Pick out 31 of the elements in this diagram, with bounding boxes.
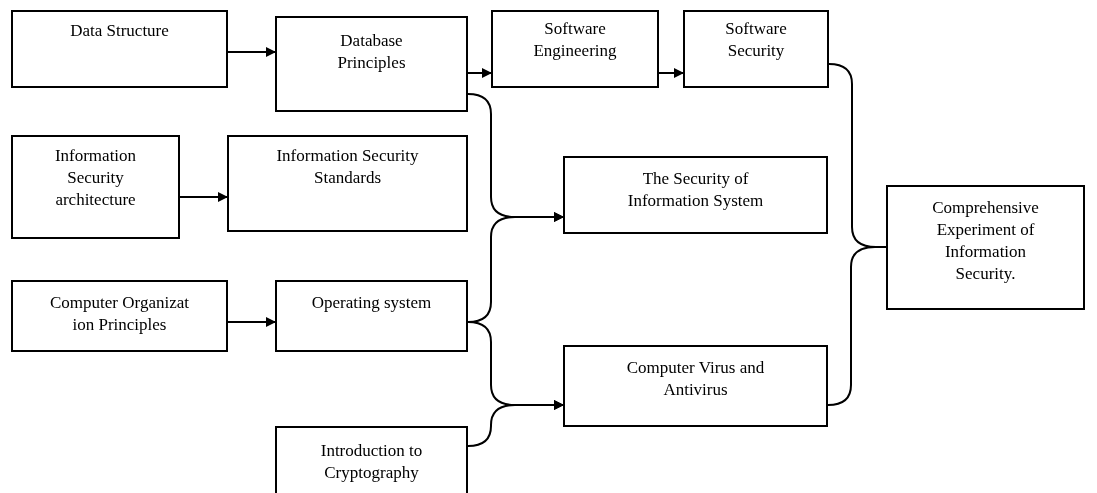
course-box: [886, 185, 1085, 310]
course-name: Software Security: [724, 18, 788, 63]
course-name: Operating system: [311, 292, 432, 314]
course-name: Information Security architecture: [53, 145, 138, 212]
arrow: [227, 47, 276, 57]
course-box: [11, 135, 180, 239]
course-name: Software Engineering: [532, 18, 618, 63]
course-box: [491, 10, 659, 88]
arrow: [179, 192, 228, 202]
course-box: [275, 280, 468, 352]
arrow: [658, 68, 684, 78]
course-box: [227, 135, 468, 232]
course-box: [275, 16, 468, 112]
course-box: [11, 10, 228, 88]
arrow: [467, 68, 492, 78]
course-box: [563, 156, 828, 234]
course-name: Computer Organizat ion Principles: [49, 292, 190, 337]
course-name: Database Principles: [336, 30, 407, 75]
course-name: Data Structure: [70, 20, 169, 42]
course-name: The Security of Information System: [626, 168, 765, 213]
course-box: [275, 426, 468, 493]
course-name: Computer Virus and Antivirus: [625, 357, 766, 402]
arrow: [467, 400, 564, 447]
course-name: Information Security Standards: [275, 145, 420, 190]
course-name: Introduction to Cryptography: [319, 440, 424, 485]
course-box: [563, 345, 828, 427]
connector-line: [827, 246, 887, 406]
arrow: [227, 317, 276, 327]
course-name: Comprehensive Experiment of Information Security.: [931, 197, 1040, 286]
course-box: [11, 280, 228, 352]
course-box: [683, 10, 829, 88]
